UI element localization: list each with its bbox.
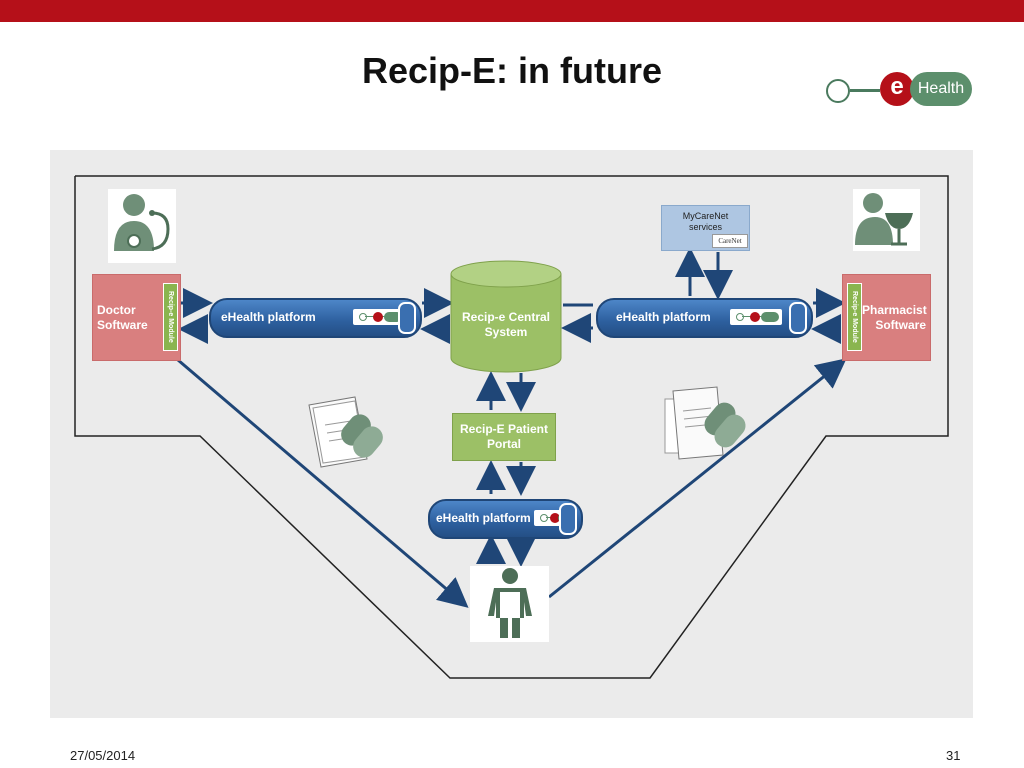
- mycarenet-box: MyCareNet services CareNet: [661, 205, 750, 251]
- patient-portal-label: Recip-E Patient Portal: [459, 422, 549, 451]
- pharmacist-software-box: Pharmacist Software Recip-e Module: [842, 274, 931, 361]
- boundary-outline: [74, 175, 949, 679]
- carenet-badge: CareNet: [712, 234, 748, 248]
- patient-portal-box: Recip-E Patient Portal: [452, 413, 556, 461]
- pharmacist-icon: [853, 189, 920, 251]
- logo-health: Health: [910, 72, 972, 106]
- pipe-left-label: eHealth platform: [221, 310, 316, 324]
- pharmacist-recipe-module: Recip-e Module: [847, 283, 862, 351]
- central-system-cylinder: Recip-e Central System: [450, 260, 562, 373]
- top-accent-bar: [0, 0, 1024, 22]
- prescription-pills-icon: [305, 395, 391, 473]
- footer-date: 27/05/2014: [70, 748, 136, 763]
- ehealth-mini-logo-icon: [730, 309, 782, 325]
- doctor-icon: [108, 189, 176, 263]
- ehealth-pipe-right: eHealth platform: [596, 298, 813, 338]
- doctor-software-box: Doctor Software Recip-e Module: [92, 274, 181, 361]
- ehealth-pipe-left: eHealth platform: [209, 298, 422, 338]
- patient-icon: [470, 566, 549, 642]
- doctor-software-label: Doctor Software: [97, 303, 148, 332]
- logo-e: e: [880, 72, 914, 106]
- doctor-recipe-module: Recip-e Module: [163, 283, 178, 351]
- ehealth-logo: e Health: [824, 70, 974, 110]
- prescription-pills-icon: [663, 385, 753, 467]
- ehealth-pipe-bottom: eHealth platform: [428, 499, 583, 539]
- pipe-bottom-label: eHealth platform: [436, 511, 531, 525]
- pipe-right-label: eHealth platform: [616, 310, 711, 324]
- page-number: 31: [946, 748, 961, 763]
- mycarenet-label: MyCareNet services: [682, 211, 729, 232]
- logo-ring-icon: [826, 79, 850, 103]
- pharmacist-software-label: Pharmacist Software: [862, 303, 927, 332]
- ehealth-mini-logo-icon: [353, 309, 405, 325]
- slide-title: Recip-E: in future: [361, 50, 662, 91]
- central-system-label: Recip-e Central System: [461, 310, 551, 339]
